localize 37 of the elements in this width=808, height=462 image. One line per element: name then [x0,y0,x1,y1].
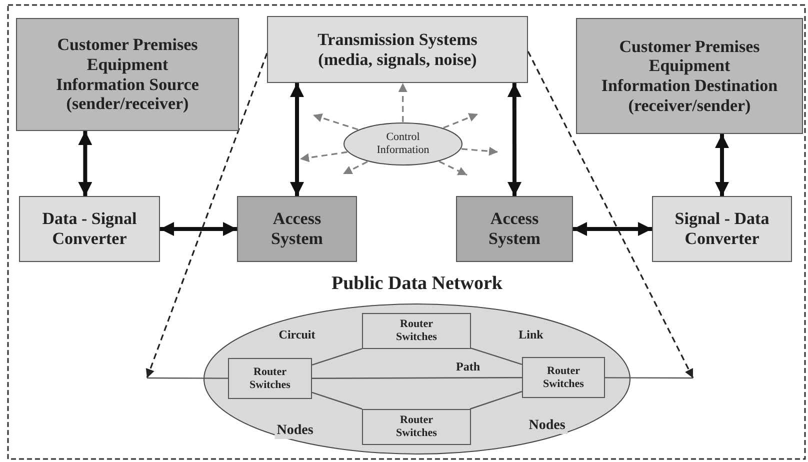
arrow [527,50,694,378]
arrow [290,83,304,196]
arrow [573,222,652,236]
network-heading: Public Data Network [330,273,504,295]
connector-line [605,377,693,379]
arrow [443,113,478,129]
arrow [438,160,468,176]
router-box: Router Switches [228,358,312,399]
access-box: Access System [237,196,357,262]
converter-box: Signal - Data Converter [652,196,792,262]
connector-line [147,377,228,379]
arrow [342,160,368,175]
arrow [312,113,358,130]
arrow [461,146,498,156]
converter-box: Data - Signal Converter [19,196,160,262]
network-label: Nodes [274,423,316,439]
router-box: Router Switches [362,409,471,445]
arrow [398,83,408,122]
network-label: Nodes [526,418,568,434]
connector-line [470,390,522,410]
arrow [715,134,729,196]
control-ellipse: Control Information [343,122,463,166]
access-box: Access System [456,196,573,262]
connector-line [312,392,362,410]
arrow [507,83,522,196]
arrow [146,52,268,378]
system-box: Transmission Systems (media, signals, noise) [267,16,528,83]
equipment-box: Customer Premises Equipment Information Destination (receiver/sender) [576,18,803,134]
arrow [160,222,237,236]
router-box: Router Switches [522,357,605,398]
arrow [300,151,348,162]
connector-line [312,377,522,379]
connector-line [470,348,522,365]
equipment-box: Customer Premises Equipment Information Source (sender/receiver) [16,18,239,131]
arrow [78,131,92,196]
router-box: Router Switches [362,313,471,349]
connector-line [312,348,362,366]
